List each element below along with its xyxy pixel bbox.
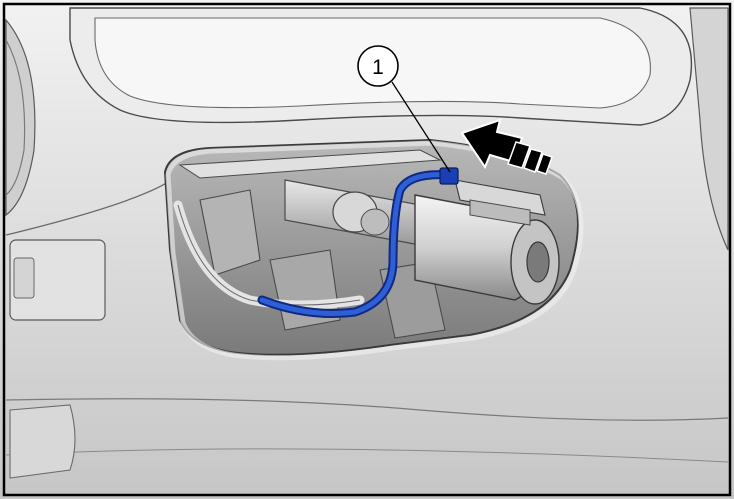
callout-label: 1 <box>372 56 384 79</box>
callout-leader-line <box>391 81 451 173</box>
ignition-lock-cylinder <box>414 179 560 305</box>
wire-connector <box>439 167 459 185</box>
arrow-push-left-icon <box>460 118 553 175</box>
callout-1: 1 <box>357 45 451 173</box>
wire-harness <box>257 167 459 318</box>
